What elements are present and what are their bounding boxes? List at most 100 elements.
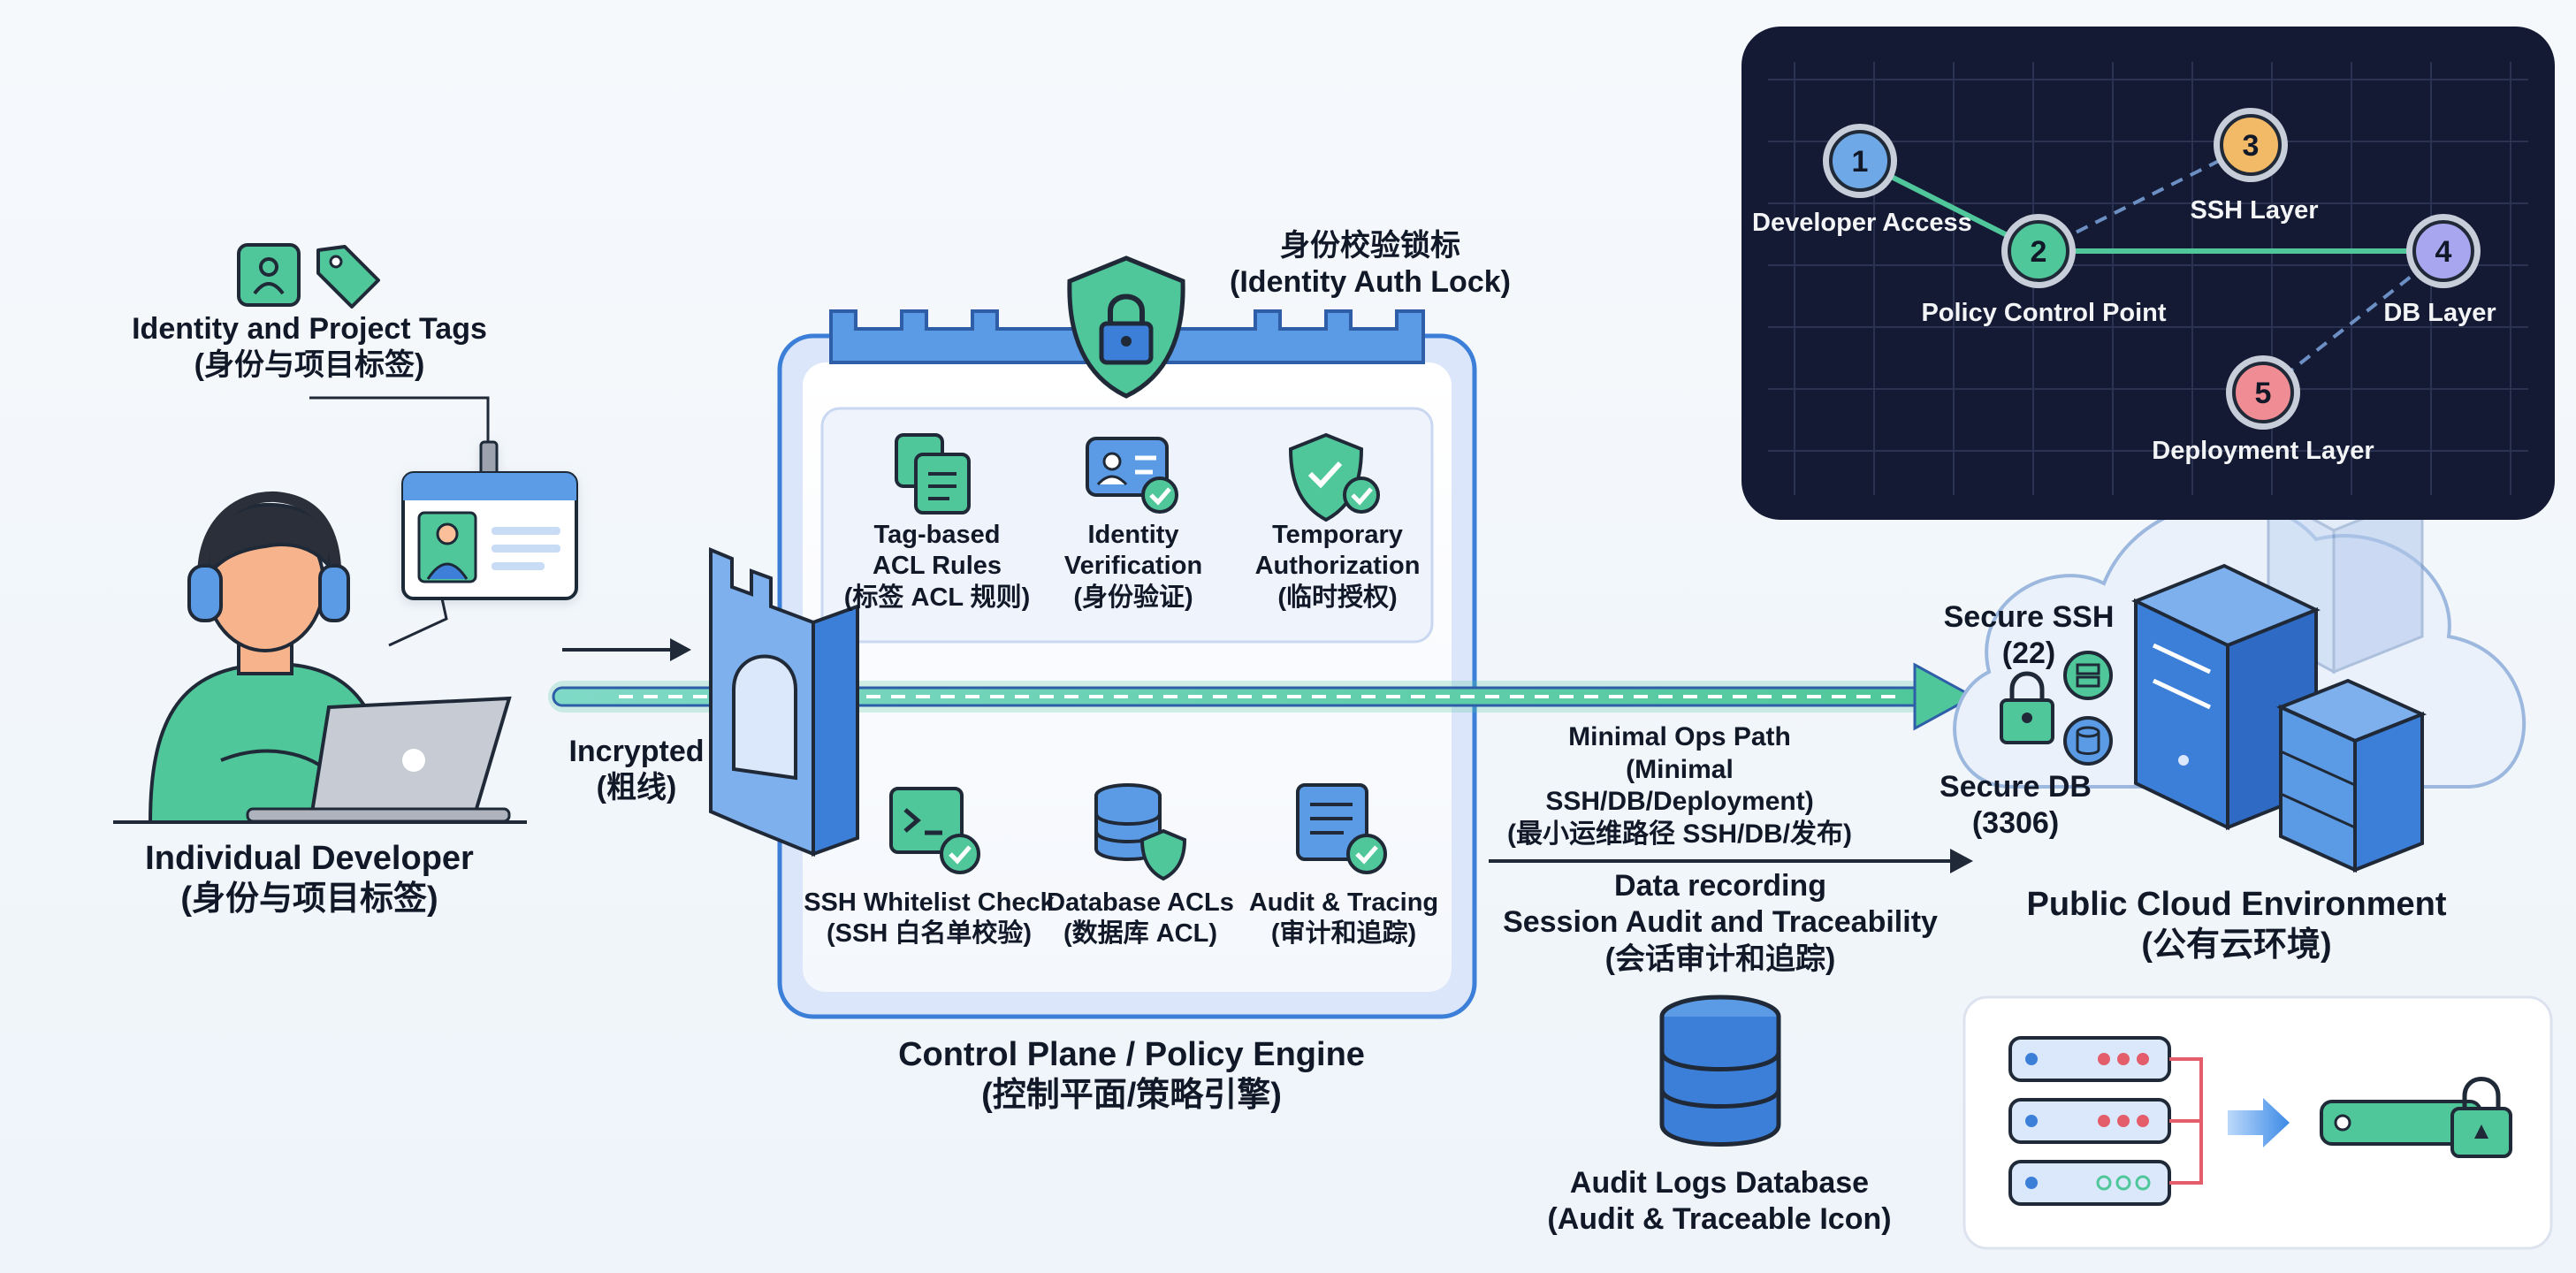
data-recording-label: Data recording Session Audit and Traceab… <box>1490 868 1950 978</box>
flow-node-5: 5 <box>2226 355 2300 430</box>
audit-db-subtitle: (Audit & Traceable Icon) <box>1547 1202 1892 1237</box>
incrypted-label: Incrypted (粗线) <box>548 734 725 807</box>
data-recording-arrow <box>1489 849 1973 873</box>
tag-document-icon <box>895 433 971 515</box>
encrypted-tunnel-beam <box>548 662 1977 731</box>
ops-path-line3: (最小运维路径 SSH/DB/发布) <box>1507 819 1852 849</box>
auth-lock-subtitle: (Identity Auth Lock) <box>1230 265 1511 300</box>
db-badge-icon <box>2063 716 2113 766</box>
auth-shield-lock-icon <box>1067 255 1185 399</box>
person-badge-icon <box>237 243 301 307</box>
right-arrow-icon <box>2228 1098 2290 1147</box>
module-audit-tracing: Audit & Tracing (审计和追踪) <box>1238 888 1450 950</box>
module-title-2: Authorization <box>1254 552 1421 581</box>
module-title: SSH Whitelist Check <box>804 888 1055 917</box>
developer-label: Individual Developer (身份与项目标签) <box>106 838 513 920</box>
module-title-2: ACL Rules <box>872 552 1002 581</box>
flow-node-label-4: DB Layer <box>2383 299 2496 327</box>
auth-lock-label: 身份校验锁标 (Identity Auth Lock) <box>1193 228 1547 301</box>
flow-node-3: 3 <box>2214 108 2288 182</box>
ssh-server-badge-icon <box>2063 651 2113 700</box>
flow-node-label-5: Deployment Layer <box>2152 437 2374 465</box>
flow-panel: 1 2 3 4 5 <box>1741 27 2555 520</box>
ops-path-label: Minimal Ops Path (Minimal SSH/DB/Deploym… <box>1494 721 1865 850</box>
input-arrow <box>562 638 691 661</box>
database-shield-icon <box>1094 783 1187 881</box>
module-subtitle: (数据库 ACL) <box>1063 919 1217 949</box>
ssh-lock-icon <box>2000 671 2054 744</box>
firewall-gate-icon <box>709 547 859 857</box>
flow-node-4: 4 <box>2406 214 2481 288</box>
flow-node-label-1: Developer Access <box>1752 209 1972 237</box>
cloud-subtitle: (公有云环境) <box>2141 926 2332 964</box>
audit-list-check-icon <box>1296 783 1387 874</box>
ops-path-title: Minimal Ops Path <box>1568 722 1791 751</box>
auth-lock-title: 身份校验锁标 <box>1280 229 1460 263</box>
flow-node-label-2: Policy Control Point <box>1921 299 2167 327</box>
developer-illustration <box>113 491 527 824</box>
module-subtitle: (身份验证) <box>1073 583 1193 612</box>
module-title-1: Identity <box>1087 521 1179 549</box>
cloud-environment <box>1953 458 2526 873</box>
flow-node-2: 2 <box>2001 214 2076 288</box>
flow-node-number: 4 <box>2435 235 2452 269</box>
flow-node-1: 1 <box>1823 124 1897 198</box>
module-title-1: Tag-based <box>873 521 1001 549</box>
module-title-2: Verification <box>1063 552 1203 581</box>
terminal-check-icon <box>889 787 980 874</box>
flow-node-label-3: SSH Layer <box>2190 196 2319 225</box>
secure-ssh-port: (22) <box>2001 636 2056 671</box>
identity-tags-title: Identity and Project Tags <box>132 312 487 346</box>
secure-db-port: (3306) <box>1971 806 2060 841</box>
cloud-title: Public Cloud Environment <box>2026 886 2447 923</box>
module-subtitle: (临时授权) <box>1277 583 1398 612</box>
module-title: Database ACLs <box>1047 888 1234 917</box>
module-subtitle: (标签 ACL 规则) <box>843 583 1031 612</box>
flow-link <box>2261 249 2445 394</box>
module-title-1: Temporary <box>1272 521 1403 549</box>
audit-database-icon <box>1659 995 1781 1147</box>
flow-node-number: 1 <box>1852 145 1869 179</box>
module-database-acls: Database ACLs (数据库 ACL) <box>1043 888 1238 950</box>
module-temporary-authorization: Temporary Authorization (临时授权) <box>1218 520 1457 614</box>
server-unit-1-icon <box>2008 1036 2171 1082</box>
server-unit-2-icon <box>2008 1098 2171 1144</box>
flow-node-number: 2 <box>2031 235 2047 269</box>
id-badge <box>401 440 578 600</box>
control-plane-title: Control Plane / Policy Engine <box>898 1036 1365 1073</box>
server-unit-3-icon <box>2008 1160 2171 1206</box>
control-plane-subtitle: (控制平面/策略引擎) <box>981 1077 1282 1115</box>
data-recording-line2: Session Audit and Traceability <box>1503 905 1938 940</box>
module-title: Audit & Tracing <box>1248 888 1439 917</box>
shield-check-icon <box>1288 432 1380 522</box>
secure-db-label: Secure DB (3306) <box>1909 769 2122 842</box>
control-plane-label: Control Plane / Policy Engine (控制平面/策略引擎… <box>831 1034 1432 1117</box>
developer-title: Individual Developer <box>145 840 474 877</box>
tag-icon <box>316 245 380 309</box>
module-subtitle: (审计和追踪) <box>1270 919 1417 949</box>
flow-link <box>2038 143 2252 253</box>
data-recording-line3: (会话审计和追踪) <box>1604 941 1836 976</box>
locked-server-icon <box>2320 1077 2512 1158</box>
identity-tags-subtitle: (身份与项目标签) <box>194 348 425 383</box>
audit-db-label: Audit Logs Database (Audit & Traceable I… <box>1520 1165 1918 1239</box>
module-ssh-whitelist: SSH Whitelist Check (SSH 白名单校验) <box>801 888 1057 950</box>
module-tag-acl: Tag-based ACL Rules (标签 ACL 规则) <box>822 520 1052 614</box>
tag-connector <box>309 396 490 449</box>
developer-subtitle: (身份与项目标签) <box>180 880 438 919</box>
server-lock-card <box>1962 995 2553 1250</box>
flow-node-number: 5 <box>2255 377 2272 410</box>
secure-db-title: Secure DB <box>1940 770 2092 804</box>
incrypted-subtitle: (粗线) <box>596 771 677 805</box>
audit-db-title: Audit Logs Database <box>1569 1166 1870 1200</box>
ops-path-line2: (Minimal SSH/DB/Deployment) <box>1545 754 1814 817</box>
identity-tags-label: Identity and Project Tags (身份与项目标签) <box>115 311 504 385</box>
data-recording-title: Data recording <box>1614 869 1826 903</box>
secure-ssh-title: Secure SSH <box>1943 600 2115 634</box>
id-card-check-icon <box>1086 437 1178 514</box>
module-subtitle: (SSH 白名单校验) <box>826 919 1032 949</box>
cloud-label: Public Cloud Environment (公有云环境) <box>1989 884 2484 966</box>
flow-node-number: 3 <box>2243 129 2260 163</box>
incrypted-title: Incrypted <box>568 735 705 768</box>
secure-ssh-label: Secure SSH (22) <box>1918 599 2139 673</box>
